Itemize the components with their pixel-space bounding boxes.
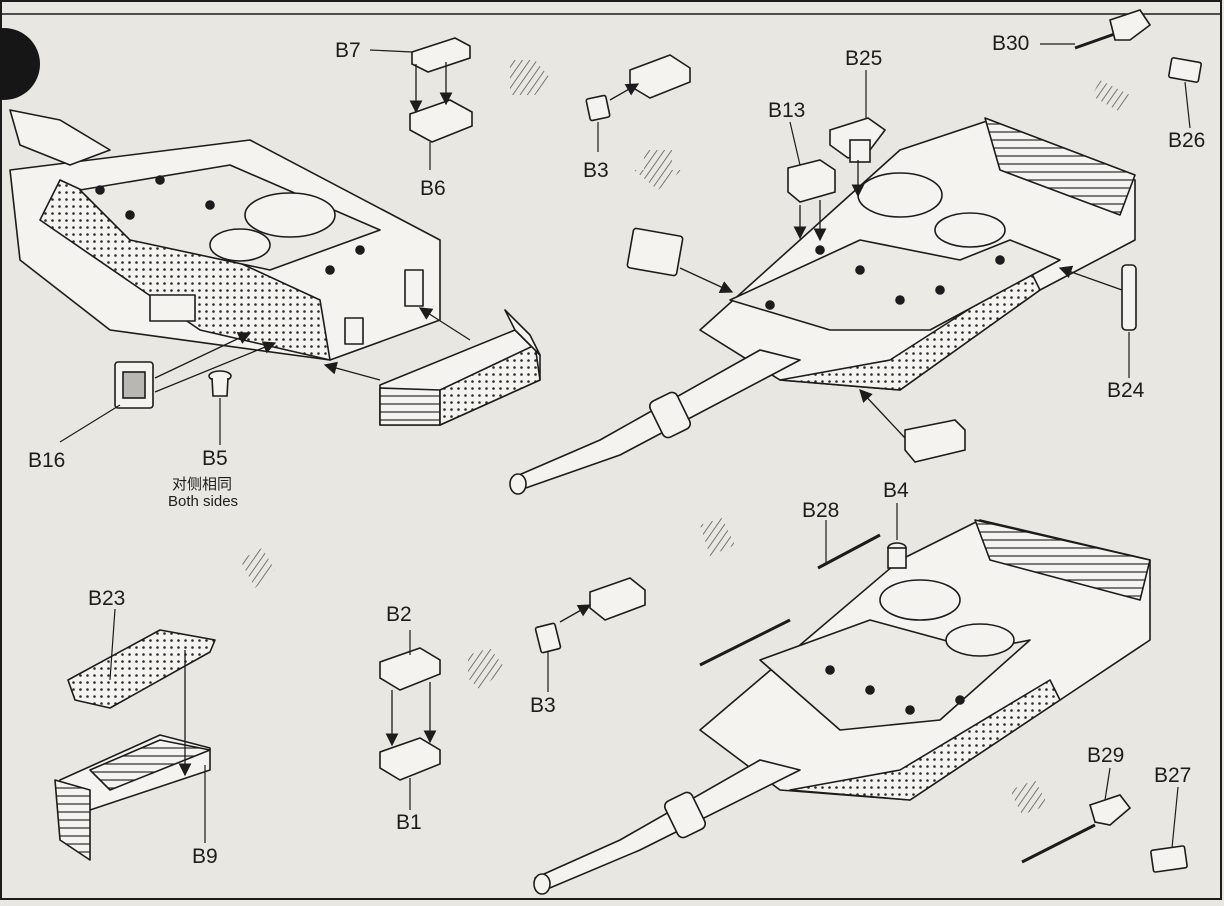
label-b25: B25 <box>845 47 883 70</box>
part-front-box-b <box>904 419 966 463</box>
step-number-badge <box>0 28 40 100</box>
assembly-arrows <box>154 62 1123 777</box>
part-b9 <box>54 734 211 861</box>
label-b2: B2 <box>386 603 412 626</box>
label-b24: B24 <box>1107 379 1145 402</box>
label-b23: B23 <box>88 587 126 610</box>
label-b3-bottom: B3 <box>530 694 556 717</box>
hatched-arrows <box>240 60 1130 815</box>
part-b3-top <box>585 54 691 122</box>
part-b7 <box>411 37 471 73</box>
stowage-basket-front <box>379 309 541 426</box>
label-b1: B1 <box>396 811 422 834</box>
part-b24 <box>1121 264 1137 331</box>
part-b29 <box>1021 794 1132 864</box>
part-side-box-left <box>626 227 684 277</box>
part-b4 <box>887 542 907 569</box>
leader-lines <box>59 43 1191 849</box>
label-b30: B30 <box>992 32 1030 55</box>
part-b3-bottom <box>534 577 646 654</box>
part-b2 <box>379 647 441 691</box>
label-b29: B29 <box>1087 744 1125 767</box>
label-b7: B7 <box>335 39 361 62</box>
part-b5 <box>208 370 232 397</box>
hull-b <box>509 117 1136 495</box>
hull-c <box>533 519 1151 895</box>
part-b13 <box>787 159 836 203</box>
part-b25 <box>829 117 887 163</box>
label-b5: B5 <box>202 447 228 470</box>
label-b28: B28 <box>802 499 840 522</box>
label-b4: B4 <box>883 479 909 502</box>
label-b27: B27 <box>1154 764 1192 787</box>
both-sides-note-en: Both sides <box>168 493 239 510</box>
part-b30 <box>1074 9 1152 50</box>
label-b6: B6 <box>420 177 446 200</box>
turret-a <box>9 109 441 361</box>
part-b28 <box>817 533 881 570</box>
both-sides-note-cn: 对侧相同 <box>172 476 233 493</box>
label-b16: B16 <box>28 449 66 472</box>
part-b26 <box>1168 57 1202 83</box>
part-b23 <box>67 629 216 709</box>
label-b26: B26 <box>1168 129 1206 152</box>
part-b1 <box>379 737 441 781</box>
part-b27 <box>1150 845 1188 873</box>
label-b3-top: B3 <box>583 159 609 182</box>
part-b16 <box>114 361 154 409</box>
part-b6 <box>409 99 473 143</box>
label-b13: B13 <box>768 99 806 122</box>
label-b9: B9 <box>192 845 218 868</box>
